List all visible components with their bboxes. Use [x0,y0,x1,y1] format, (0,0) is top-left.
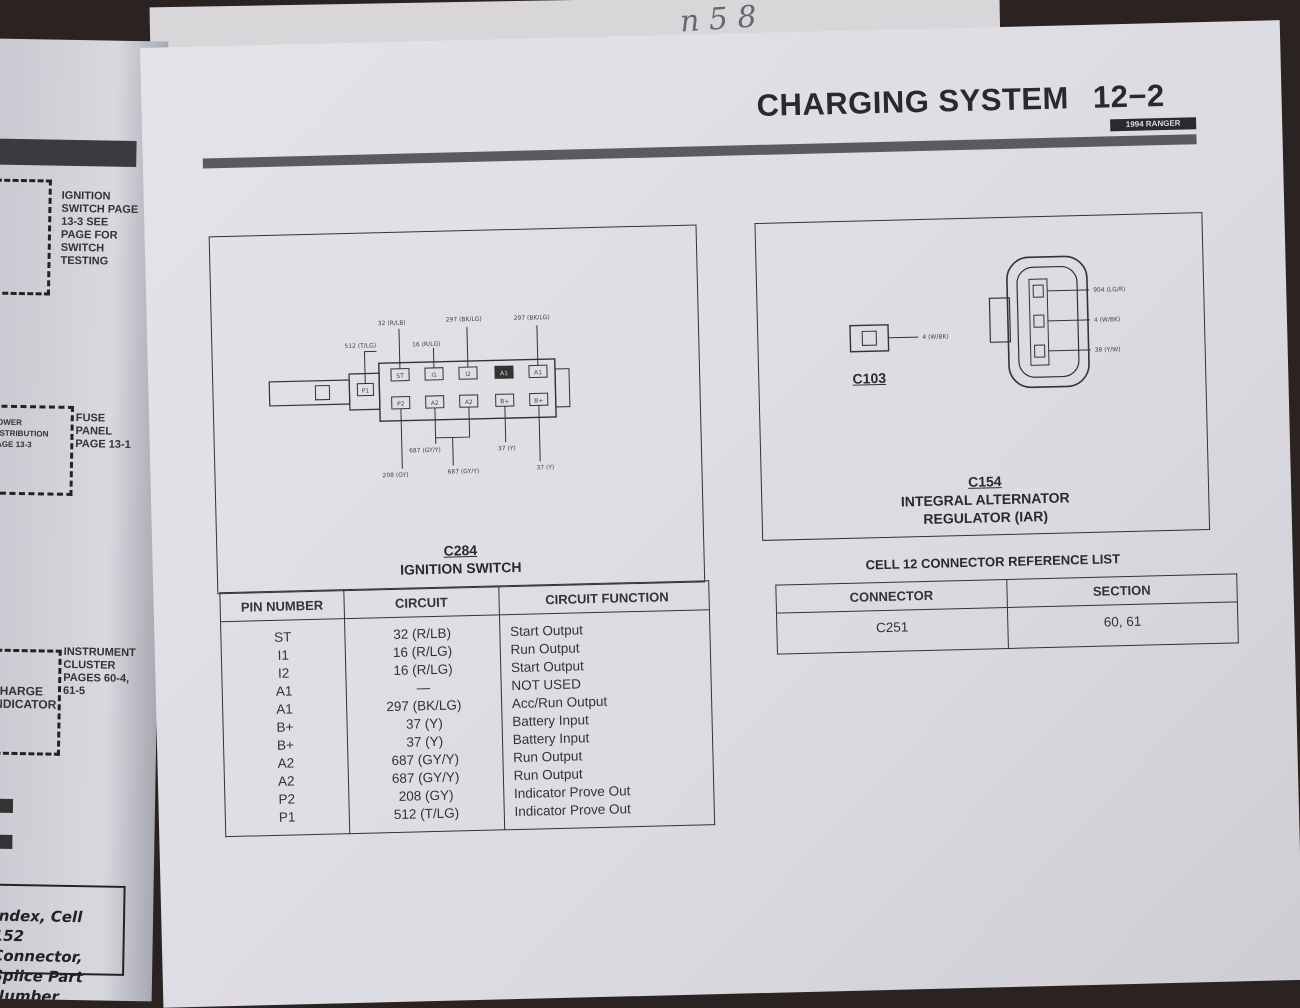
c154-wire-label: 904 (LG/R) [1093,286,1125,294]
pin-label: P1 [362,387,370,394]
c103-wire-label: 4 (W/BK) [922,333,949,341]
instrument-cluster-label: INSTRUMENT CLUSTER PAGES 60-4, 61-5 [63,646,132,699]
circuit-header: CIRCUIT [344,586,500,619]
alternator-title-line2: REGULATOR (IAR) [923,508,1048,527]
pin-number-column: ST I1 I2 A1 A1 B+ B+ A2 A2 P2 P1 [221,619,350,837]
left-marker-2 [0,834,12,848]
circuit-function-column: Start Output Run Output Start Output NOT… [499,610,714,830]
alternator-title-line1: INTEGRAL ALTERNATOR [901,489,1070,509]
c154-pin-carrier [1029,279,1049,365]
wire-label: 297 (BK/LG) [514,314,550,322]
pin-label: I1 [431,372,437,379]
wire-37 [539,405,540,461]
c154-wire-middle [1048,320,1090,321]
index-box: Index, Cell 152 Connector, Splice Part N… [0,883,126,975]
c154-wire-bottom [1049,350,1091,351]
ignition-switch-diagram: P1 ST I1 I2 A1 A1 P2 A2 A2 B+ B+ [209,224,706,594]
section-cell: 60, 61 [1007,602,1238,649]
page-title: CHARGING SYSTEM 12−2 [756,78,1165,124]
switch-shaft-key [315,385,329,399]
pin-table-body: ST I1 I2 A1 A1 B+ B+ A2 A2 P2 P1 32 (R/L… [221,610,715,837]
reference-table: CONNECTOR SECTION C251 60, 61 [775,573,1239,654]
c103-connector [850,325,889,352]
wire-687-jumper [435,407,470,438]
power-distribution-label: POWER DISTRIBUTION PAGE 13-3 [0,417,52,451]
wire-label: 297 (BK/LG) [446,316,482,324]
c154-wire-label: 38 (Y/W) [1095,346,1121,354]
connector-c154-label: C154 [968,473,1002,490]
ignition-connector-drawing: P1 ST I1 I2 A1 A1 P2 A2 A2 B+ B+ [210,225,703,547]
connector-c284-label: C284 [443,542,477,559]
c103-pin [862,331,876,345]
pin-label: A2 [465,399,473,406]
alternator-diagram: 4 (W/BK) 904 (LG/R) 4 (W/BK) 38 (Y/W) C1… [754,212,1210,541]
pin-label: A1 [534,369,542,376]
pin-label: ST [396,373,404,380]
pin-label: B+ [500,398,509,405]
manual-page: CHARGING SYSTEM 12−2 1994 RANGER [140,20,1300,1008]
c154-wire-top [1047,290,1089,291]
pin-label: P2 [397,401,405,408]
wire-label: 208 (GY) [382,472,408,480]
wire-label: 32 (R/LB) [378,320,406,328]
wire-label: 16 (R/LG) [412,341,441,349]
wire-687 [453,437,454,465]
pin-table: PIN NUMBER CIRCUIT CIRCUIT FUNCTION ST I… [219,580,715,837]
charge-indicator-label: CHARGE INDICATOR [0,685,51,712]
c154-pin-middle [1034,315,1044,327]
c154-pin-bottom [1035,345,1045,357]
wire-label: 37 (Y) [498,445,516,452]
alternator-connector-drawing: 4 (W/BK) 904 (LG/R) 4 (W/BK) 38 (Y/W) [755,213,1207,474]
wire-label: 687 (GY/Y) [447,468,479,476]
pin-label: I2 [465,371,471,378]
pin-label: A2 [431,400,439,407]
ignition-switch-outline [0,179,52,296]
c103-wire [888,337,918,338]
page-number: 12−2 [1092,78,1165,115]
section-title: CHARGING SYSTEM [756,80,1069,123]
wire-208 [401,409,402,469]
ignition-switch-title: IGNITION SWITCH [400,559,522,578]
fuse-panel-label: FUSE PANEL PAGE 13-1 [75,412,136,452]
connector-latch [555,369,570,407]
header-rule [203,134,1197,168]
left-header-bar [0,139,137,167]
c154-pin-top [1033,285,1043,297]
wire-label: 687 (GY/Y) [409,447,441,455]
wire-37-left [505,406,506,442]
pin-label: B+ [534,397,543,404]
c154-wire-label: 4 (W/BK) [1094,316,1121,324]
left-marker-1 [0,798,13,812]
wire-label: 512 (T/LG) [344,342,376,350]
wire-label: 37 (Y) [536,464,554,471]
vehicle-tag: 1994 RANGER [1110,117,1196,131]
pin-number-header: PIN NUMBER [220,590,344,622]
connector-c103-label: C103 [829,368,909,388]
reference-list-title: CELL 12 CONNECTOR REFERENCE LIST [773,548,1213,577]
connector-cell: C251 [776,607,1007,654]
pin-label: A1 [500,370,508,377]
wire-512 [364,351,377,383]
circuit-column: 32 (R/LB) 16 (R/LG) 16 (R/LG) — 297 (BK/… [344,615,504,834]
switch-shaft [269,380,350,406]
alternator-caption: C154 INTEGRAL ALTERNATOR REGULATOR (IAR) [762,467,1209,532]
ignition-switch-label: IGNITION SWITCH PAGE 13-3 SEE PAGE FOR S… [60,190,141,269]
